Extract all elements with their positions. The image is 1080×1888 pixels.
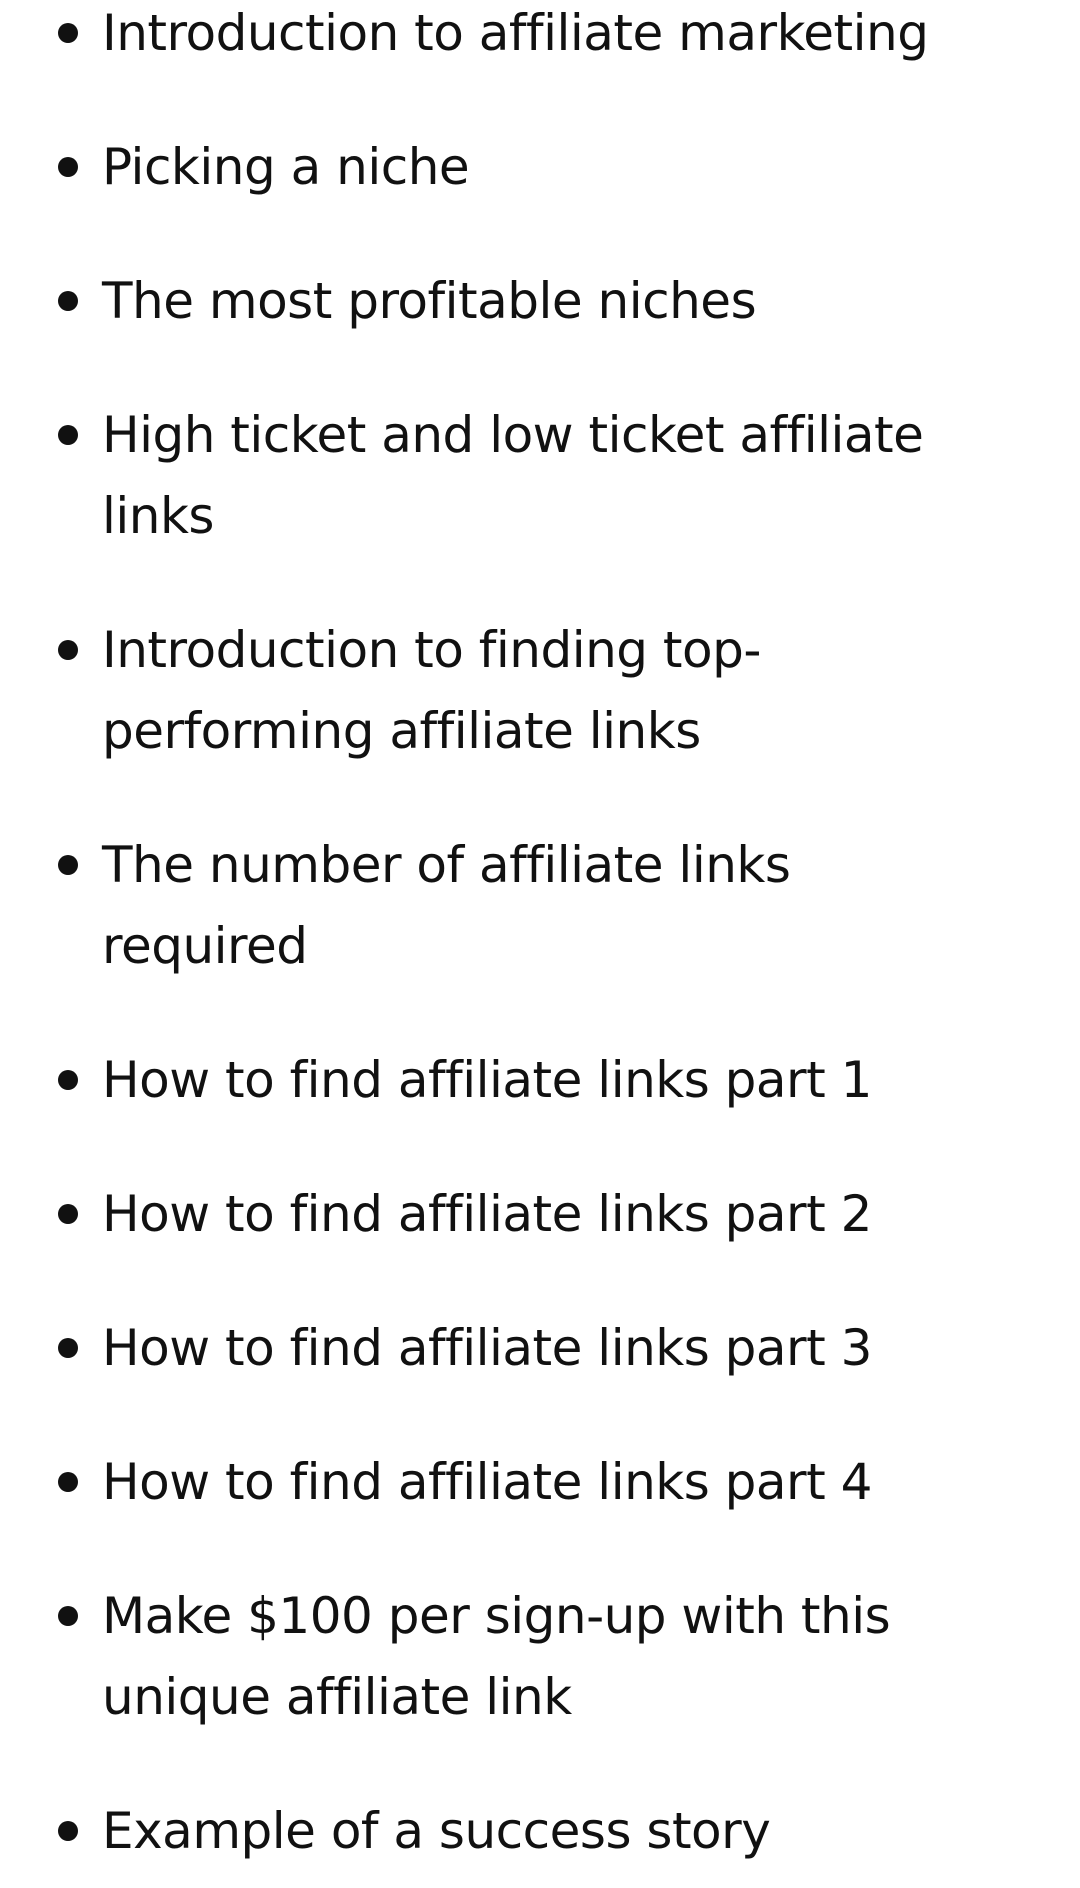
list-item-label: Picking a niche xyxy=(102,138,470,196)
list-item-label: The number of affiliate links required xyxy=(102,836,791,975)
list-item-label: Make $100 per sign-up with this unique a… xyxy=(102,1587,891,1726)
bullet-icon xyxy=(58,157,78,177)
list-item-label: How to find affiliate links part 4 xyxy=(102,1453,872,1511)
list-item-label: High ticket and low ticket affiliate lin… xyxy=(102,406,924,545)
bullet-icon xyxy=(58,1070,78,1090)
list-item-label: Example of a success story xyxy=(102,1802,771,1860)
bullet-icon xyxy=(58,1204,78,1224)
list-item-label: How to find affiliate links part 3 xyxy=(102,1319,872,1377)
bullet-icon xyxy=(58,425,78,445)
bullet-icon xyxy=(58,291,78,311)
list-item-label: How to find affiliate links part 1 xyxy=(102,1051,872,1109)
bullet-icon xyxy=(58,1338,78,1358)
bullet-icon xyxy=(58,855,78,875)
list-item-label: The most profitable niches xyxy=(102,272,757,330)
list-item-label: How to find affiliate links part 2 xyxy=(102,1185,872,1243)
bullet-icon xyxy=(58,1472,78,1492)
bullet-icon xyxy=(58,640,78,660)
bullet-icon xyxy=(58,1606,78,1626)
bullet-icon xyxy=(58,1821,78,1841)
list-item-label: Introduction to finding top-performing a… xyxy=(102,621,761,760)
bullet-icon xyxy=(58,23,78,43)
list-item-label: Introduction to affiliate marketing xyxy=(102,4,929,62)
